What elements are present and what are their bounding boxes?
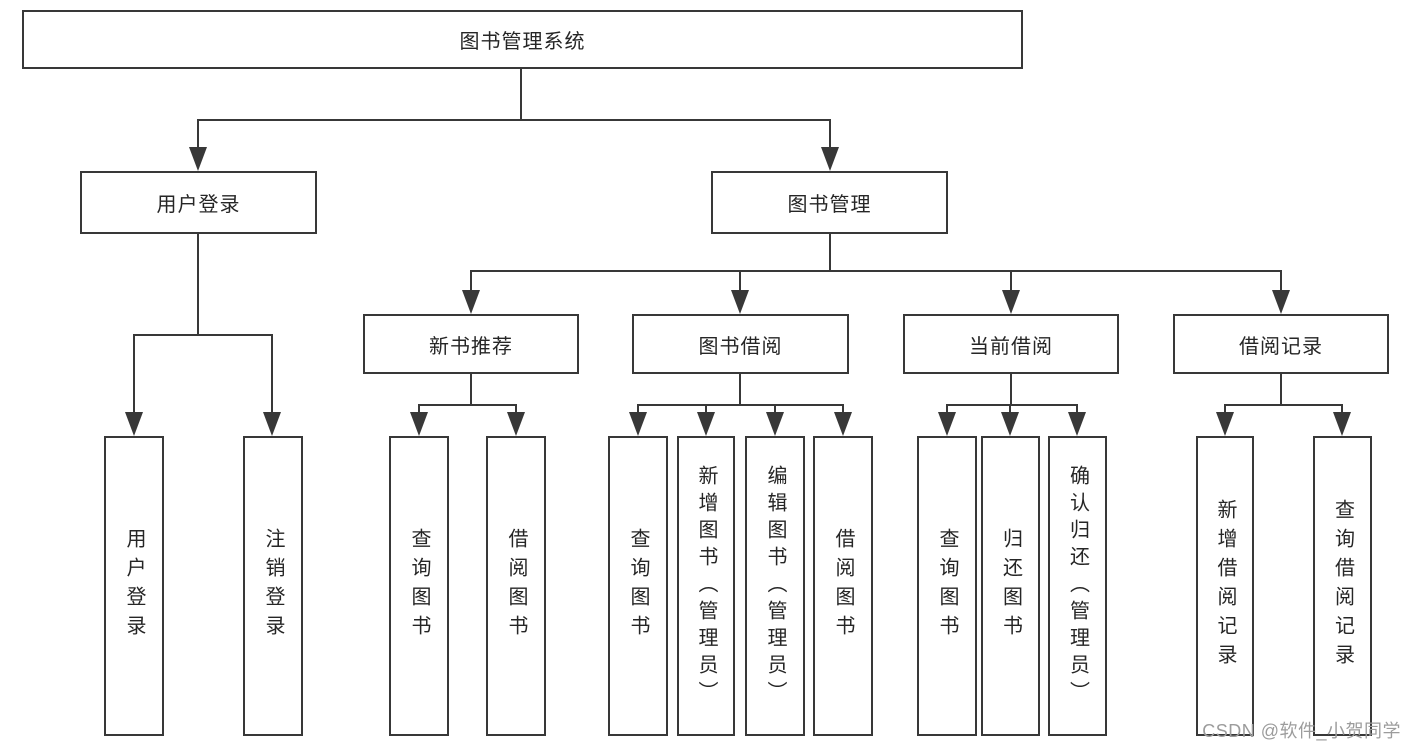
connector-borrow-records-split (1224, 404, 1343, 406)
arrow-down-icon (189, 147, 207, 171)
connector-book-borrowing-split (637, 404, 844, 406)
arrow-down-icon (410, 412, 428, 436)
leaf-return-books: 归还图书 (981, 436, 1040, 736)
connector-current-borrowing-stem (1010, 374, 1012, 406)
connector-leaf-stem (705, 404, 707, 414)
connector-to-leaf-login (133, 334, 135, 414)
leaf-add-books-admin: 新增图书（管理员） (677, 436, 735, 736)
connector-leaf-stem (946, 404, 948, 414)
leaf-logout: 注销登录 (243, 436, 303, 736)
connector-to-user-login (197, 119, 199, 149)
connector-new-book-split (418, 404, 517, 406)
leaf-borrow-books-borrowing: 借阅图书 (813, 436, 873, 736)
node-new-book-recommend: 新书推荐 (363, 314, 579, 374)
arrow-down-icon (1272, 290, 1290, 314)
leaf-query-books-current: 查询图书 (917, 436, 977, 736)
connector-leaf-stem (1076, 404, 1078, 414)
arrow-down-icon (263, 412, 281, 436)
connector-leaf-stem (1009, 404, 1011, 414)
connector-book-mgmt-stem (829, 234, 831, 272)
node-current-borrowing: 当前借阅 (903, 314, 1119, 374)
leaf-query-borrow-record: 查询借阅记录 (1313, 436, 1372, 736)
arrow-down-icon (821, 147, 839, 171)
connector-book-borrowing-stem (739, 374, 741, 406)
connector-new-book-stem (470, 374, 472, 406)
watermark: CSDN @软件_小贺同学 (1202, 721, 1401, 741)
connector-to-borrow-records (1280, 270, 1282, 292)
arrow-down-icon (1001, 412, 1019, 436)
arrow-down-icon (1216, 412, 1234, 436)
node-book-management: 图书管理 (711, 171, 948, 234)
leaf-query-books-recommend: 查询图书 (389, 436, 449, 736)
connector-leaf-stem (418, 404, 420, 414)
connector-leaf-stem (515, 404, 517, 414)
arrow-down-icon (462, 290, 480, 314)
connector-leaf-stem (1341, 404, 1343, 414)
connector-book-mgmt-split (470, 270, 1281, 272)
arrow-down-icon (1002, 290, 1020, 314)
connector-to-current-borrowing (1010, 270, 1012, 292)
leaf-edit-books-admin: 编辑图书（管理员） (745, 436, 805, 736)
connector-borrow-records-stem (1280, 374, 1282, 406)
connector-to-book-borrowing (739, 270, 741, 292)
connector-user-login-stem (197, 234, 199, 336)
connector-to-leaf-logout (271, 334, 273, 414)
arrow-down-icon (629, 412, 647, 436)
leaf-confirm-return-admin: 确认归还（管理员） (1048, 436, 1107, 736)
connector-to-book-management (829, 119, 831, 149)
arrow-down-icon (125, 412, 143, 436)
arrow-down-icon (697, 412, 715, 436)
arrow-down-icon (1333, 412, 1351, 436)
connector-to-new-book (470, 270, 472, 292)
leaf-query-books-borrowing: 查询图书 (608, 436, 668, 736)
leaf-user-login: 用户登录 (104, 436, 164, 736)
connector-current-borrowing-split (946, 404, 1078, 406)
connector-leaf-stem (842, 404, 844, 414)
connector-root-stem (520, 68, 522, 121)
connector-leaf-stem (637, 404, 639, 414)
arrow-down-icon (834, 412, 852, 436)
connector-user-login-split (133, 334, 273, 336)
arrow-down-icon (938, 412, 956, 436)
connector-leaf-stem (774, 404, 776, 414)
node-borrow-records: 借阅记录 (1173, 314, 1389, 374)
arrow-down-icon (1068, 412, 1086, 436)
arrow-down-icon (507, 412, 525, 436)
connector-root-split (197, 119, 831, 121)
arrow-down-icon (766, 412, 784, 436)
arrow-down-icon (731, 290, 749, 314)
node-library-system: 图书管理系统 (22, 10, 1023, 69)
node-user-login: 用户登录 (80, 171, 317, 234)
leaf-borrow-books-recommend: 借阅图书 (486, 436, 546, 736)
connector-leaf-stem (1224, 404, 1226, 414)
node-book-borrowing: 图书借阅 (632, 314, 849, 374)
leaf-add-borrow-record: 新增借阅记录 (1196, 436, 1254, 736)
